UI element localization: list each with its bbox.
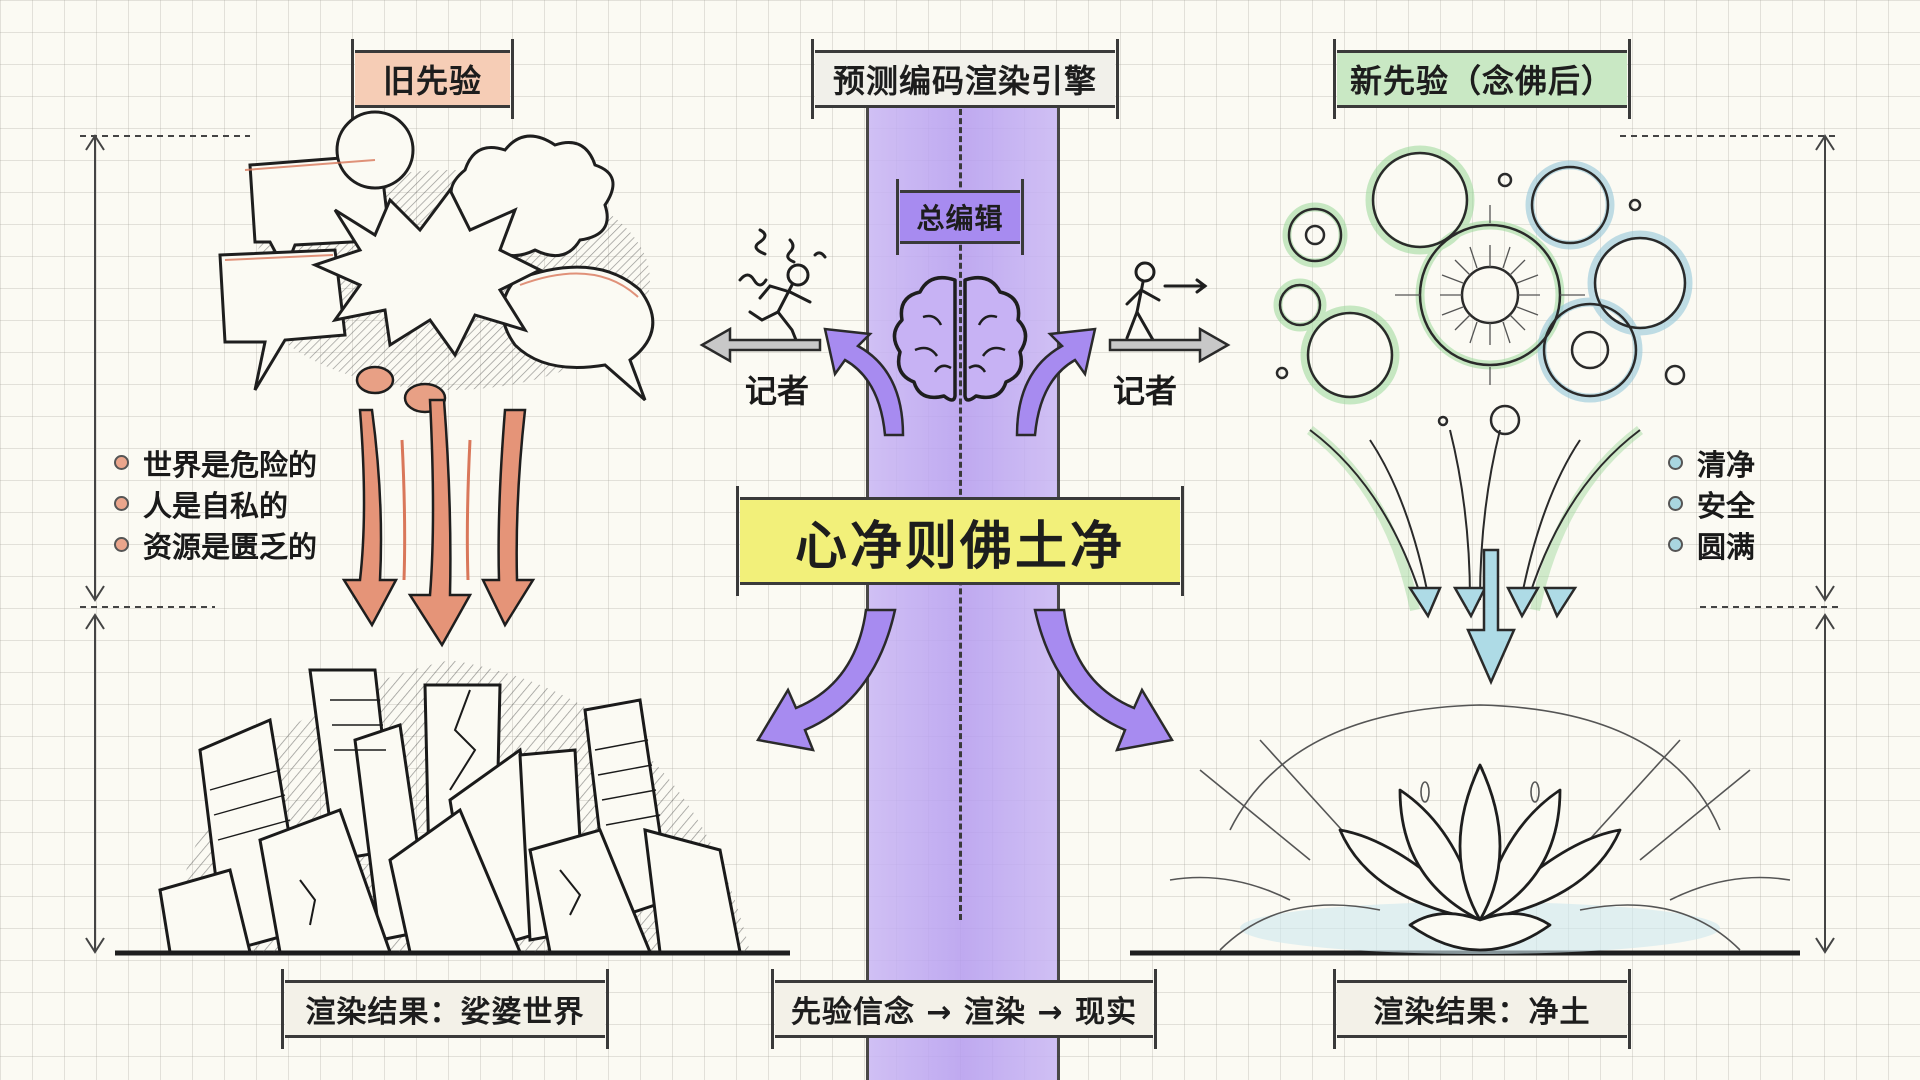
new-beliefs-list: 清净 安全 圆满 <box>1668 442 1755 565</box>
old-belief-item: 资源是匮乏的 <box>114 524 317 565</box>
bullet-dot-icon <box>1668 537 1683 552</box>
old-beliefs-list: 世界是危险的 人是自私的 资源是匮乏的 <box>114 442 317 565</box>
radiant-bubbles-icon <box>1273 145 1693 436</box>
old-belief-item: 人是自私的 <box>114 483 317 524</box>
bullet-dot-icon <box>1668 496 1683 511</box>
left-arrow-gray-icon <box>699 326 822 364</box>
engine-header: 预测编码渲染引擎 <box>811 39 1119 119</box>
walking-person-icon <box>1125 261 1208 342</box>
reporter-right-label: 记者 <box>1113 372 1178 410</box>
lotus-icon <box>1169 704 1791 954</box>
editor-arrows-lower <box>755 608 1175 752</box>
new-belief-item: 安全 <box>1668 483 1755 524</box>
right-arrow-gray-icon <box>1108 326 1231 364</box>
brain-icon <box>892 276 1028 402</box>
bullet-dot-icon <box>1668 455 1683 470</box>
left-result-label: 渲染结果：娑婆世界 <box>281 969 609 1049</box>
running-person-icon <box>738 228 827 347</box>
reporter-left-label: 记者 <box>745 372 810 410</box>
bullet-dot-icon <box>114 496 129 511</box>
editor-label: 总编辑 <box>896 179 1024 255</box>
old-belief-item: 世界是危险的 <box>114 442 317 483</box>
right-down-arrows <box>1306 426 1644 686</box>
motto-banner: 心净则佛土净 <box>736 486 1184 596</box>
new-belief-item: 圆满 <box>1668 524 1755 565</box>
new-belief-item: 清净 <box>1668 442 1755 483</box>
speech-bubble-explosion-icon <box>218 110 655 414</box>
old-prior-header: 旧先验 <box>351 39 514 119</box>
bullet-dot-icon <box>114 537 129 552</box>
left-down-arrows <box>341 398 536 648</box>
crumbling-city-icon <box>158 660 750 954</box>
editor-arrows-upper <box>823 327 1097 437</box>
bullet-dot-icon <box>114 455 129 470</box>
engine-column <box>866 98 1060 1080</box>
render-flow-label: 先验信念 → 渲染 → 现实 <box>771 969 1157 1049</box>
right-result-label: 渲染结果：净土 <box>1333 969 1631 1049</box>
new-prior-header: 新先验（念佛后） <box>1333 39 1631 119</box>
